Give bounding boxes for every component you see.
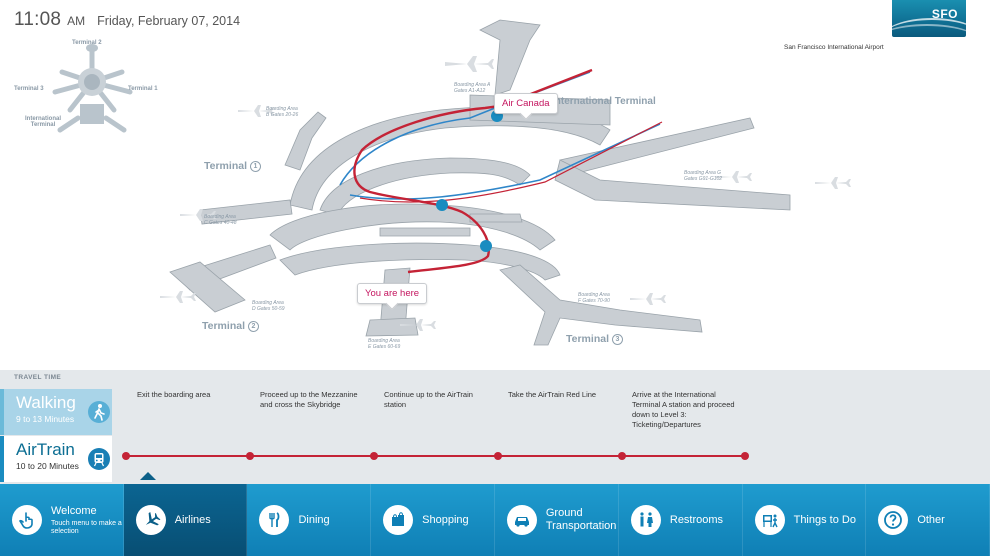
clock-time: 11:08 xyxy=(14,9,62,30)
airtrain-mode-tab[interactable]: AirTrain 10 to 20 Minutes xyxy=(0,436,112,482)
boarding-area-a: Boarding Area A Gates A1-A12 xyxy=(454,82,491,94)
clock-ampm: AM xyxy=(67,14,86,28)
terminal-map-graphic xyxy=(52,19,851,346)
boarding-area-e: Boarding Area E Gates 60-69 xyxy=(368,338,401,350)
activities-icon xyxy=(754,505,785,535)
nav-other[interactable]: Other xyxy=(866,484,990,556)
walking-mode-tab[interactable]: Walking 9 to 13 Minutes xyxy=(0,389,112,435)
locator-terminal-3: Terminal 3 xyxy=(14,86,44,92)
airport-map[interactable]: Terminal 2 Terminal 3 Terminal 1 Interna… xyxy=(0,0,990,370)
nav-shopping[interactable]: Shopping xyxy=(371,484,495,556)
route-step-3: Continue up to the AirTrain station xyxy=(384,390,473,409)
you-are-here-callout: You are here xyxy=(357,283,428,304)
airplane-icon xyxy=(135,505,166,535)
boarding-area-c: Boarding Area C Gates 40-48 xyxy=(204,214,237,226)
nav-shopping-label: Shopping xyxy=(422,513,469,526)
nav-airlines-label: Airlines xyxy=(174,513,211,526)
clock: 11:08 AM Friday, February 07, 2014 xyxy=(14,9,240,31)
sfo-logo: SFO xyxy=(892,0,966,37)
route-step-1: Exit the boarding area xyxy=(137,390,211,399)
timeline-dot xyxy=(122,452,130,460)
restroom-icon xyxy=(630,505,661,535)
route-step-5: Arrive at the International Terminal A s… xyxy=(632,390,735,429)
nav-restrooms-label: Restrooms xyxy=(669,513,724,526)
nav-other-label: Other xyxy=(917,513,945,526)
nav-things-label: Things to Do xyxy=(793,513,856,526)
timeline-dot xyxy=(494,452,502,460)
international-terminal-label: International Terminal xyxy=(552,96,656,107)
nav-dining-label: Dining xyxy=(298,513,330,526)
boarding-area-g: Boarding Area G Gates G91-G102 xyxy=(684,170,723,182)
plane-decorations xyxy=(160,56,851,331)
boarding-area-f: Boarding Area F Gates 70-90 xyxy=(578,292,610,304)
airtrain-duration: 10 to 20 Minutes xyxy=(16,461,79,471)
boarding-area-d: Boarding Area D Gates 50-59 xyxy=(252,300,285,312)
nav-ground-label: Ground Transportation xyxy=(545,507,617,532)
question-icon xyxy=(878,505,909,535)
clock-date: Friday, February 07, 2014 xyxy=(97,14,241,28)
fork-knife-icon xyxy=(259,505,290,535)
train-icon xyxy=(88,448,110,470)
nav-dining[interactable]: Dining xyxy=(247,484,372,556)
active-tab-pointer xyxy=(140,472,156,480)
nav-welcome-label: Welcome xyxy=(51,504,97,517)
shopping-bags-icon xyxy=(383,505,414,535)
travel-time-title: TRAVEL TIME xyxy=(14,374,62,381)
destination-callout[interactable]: Air Canada xyxy=(494,93,558,114)
timeline-dot xyxy=(246,452,254,460)
nav-restrooms[interactable]: Restrooms xyxy=(619,484,743,556)
locator-terminal-1: Terminal 1 xyxy=(128,86,158,92)
airport-name: San Francisco International Airport xyxy=(784,44,884,51)
route-step-4: Take the AirTrain Red Line xyxy=(508,390,597,399)
nav-ground-transportation[interactable]: Ground Transportation xyxy=(495,484,619,556)
airtrain-stop-markers xyxy=(436,110,503,252)
boarding-area-b: Boarding Area B Gates 20-26 xyxy=(266,106,299,118)
route-timeline xyxy=(126,455,746,457)
nav-things-to-do[interactable]: Things to Do xyxy=(743,484,867,556)
airtrain-label: AirTrain xyxy=(16,440,75,459)
car-icon xyxy=(506,505,537,535)
walking-label: Walking xyxy=(16,393,76,412)
timeline-dot xyxy=(618,452,626,460)
walking-person-icon xyxy=(88,401,110,423)
travel-time-panel: TRAVEL TIME Walking 9 to 13 Minutes AirT… xyxy=(0,370,990,484)
locator-terminal-2: Terminal 2 xyxy=(72,40,102,46)
nav-welcome-sub: Touch menu to make a selection xyxy=(51,519,122,535)
locator-international: International Terminal xyxy=(24,116,61,128)
timeline-dot xyxy=(741,452,749,460)
touch-hand-icon xyxy=(12,505,42,535)
walking-duration: 9 to 13 Minutes xyxy=(16,414,75,424)
nav-airlines[interactable]: Airlines xyxy=(123,484,248,556)
timeline-dot xyxy=(370,452,378,460)
route-step-2: Proceed up to the Mezzanine and cross th… xyxy=(260,390,358,409)
logo-text: SFO xyxy=(931,7,958,21)
